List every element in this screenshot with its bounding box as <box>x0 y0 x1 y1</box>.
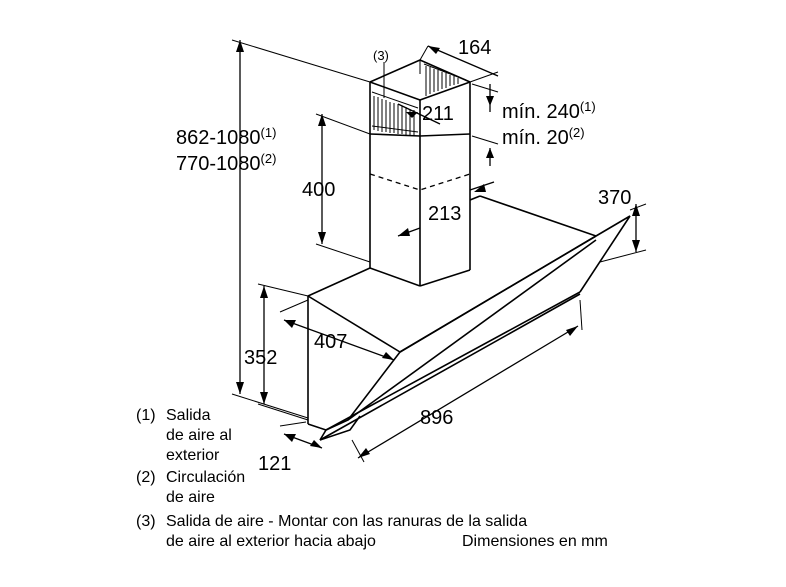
label-chimney-top-depth: 211 <box>422 103 454 125</box>
hood-width-dimension <box>351 299 583 463</box>
legend-item1-line3: exterior <box>166 447 220 464</box>
legend-ref-1: (1) <box>136 407 156 424</box>
label-body-depth: 407 <box>314 331 347 353</box>
legend-item1-line2: de aire al <box>166 427 232 444</box>
legend-item2-line2: de aire <box>166 489 215 506</box>
label-lower-chimney-depth: 213 <box>428 203 461 225</box>
label-min-gap-1: mín. 240(1) <box>502 99 596 123</box>
chimney-width-dimension <box>419 45 499 83</box>
hood-body <box>307 195 631 441</box>
label-note-ref: (3) <box>373 48 389 63</box>
legend-item2-line1: Circulación <box>166 469 245 486</box>
legend-units: Dimensiones en mm <box>462 533 608 550</box>
chimney-top-depth-dimension <box>397 103 441 125</box>
total-height-dimension <box>231 39 371 419</box>
vent-slots-left <box>371 91 419 135</box>
label-lower-chimney-height: 400 <box>302 179 335 201</box>
upper-chimney <box>369 59 471 137</box>
label-min-gap-2: mín. 20(2) <box>502 125 585 149</box>
legend-ref-3: (3) <box>136 513 156 530</box>
label-total-height-2: 770-1080(2) <box>176 151 276 175</box>
label-chimney-width: 164 <box>458 37 491 59</box>
label-hood-width: 896 <box>420 407 453 429</box>
body-depth-dimension <box>279 299 395 361</box>
lower-chimney-depth-dimension <box>397 181 495 237</box>
label-glass-height: 370 <box>598 187 631 209</box>
legend: (1) Salida de aire al exterior (2) Circu… <box>136 407 608 550</box>
label-total-height-1: 862-1080(1) <box>176 125 276 149</box>
lower-chimney-height-dimension <box>315 113 371 263</box>
bottom-depth-dimension <box>279 421 323 449</box>
label-body-height: 352 <box>244 347 277 369</box>
label-bottom-depth: 121 <box>258 453 291 475</box>
legend-item3-line1: Salida de aire - Montar con las ranuras … <box>166 513 527 530</box>
glass-height-dimension <box>599 203 647 263</box>
legend-item1-line1: Salida <box>166 407 211 424</box>
lower-chimney <box>369 134 471 287</box>
legend-ref-2: (2) <box>136 469 156 486</box>
min-gap-dimension <box>471 83 499 166</box>
vent-slots-right <box>423 63 467 96</box>
body-height-dimension <box>257 283 309 421</box>
legend-item3-line2: de aire al exterior hacia abajo <box>166 533 376 550</box>
